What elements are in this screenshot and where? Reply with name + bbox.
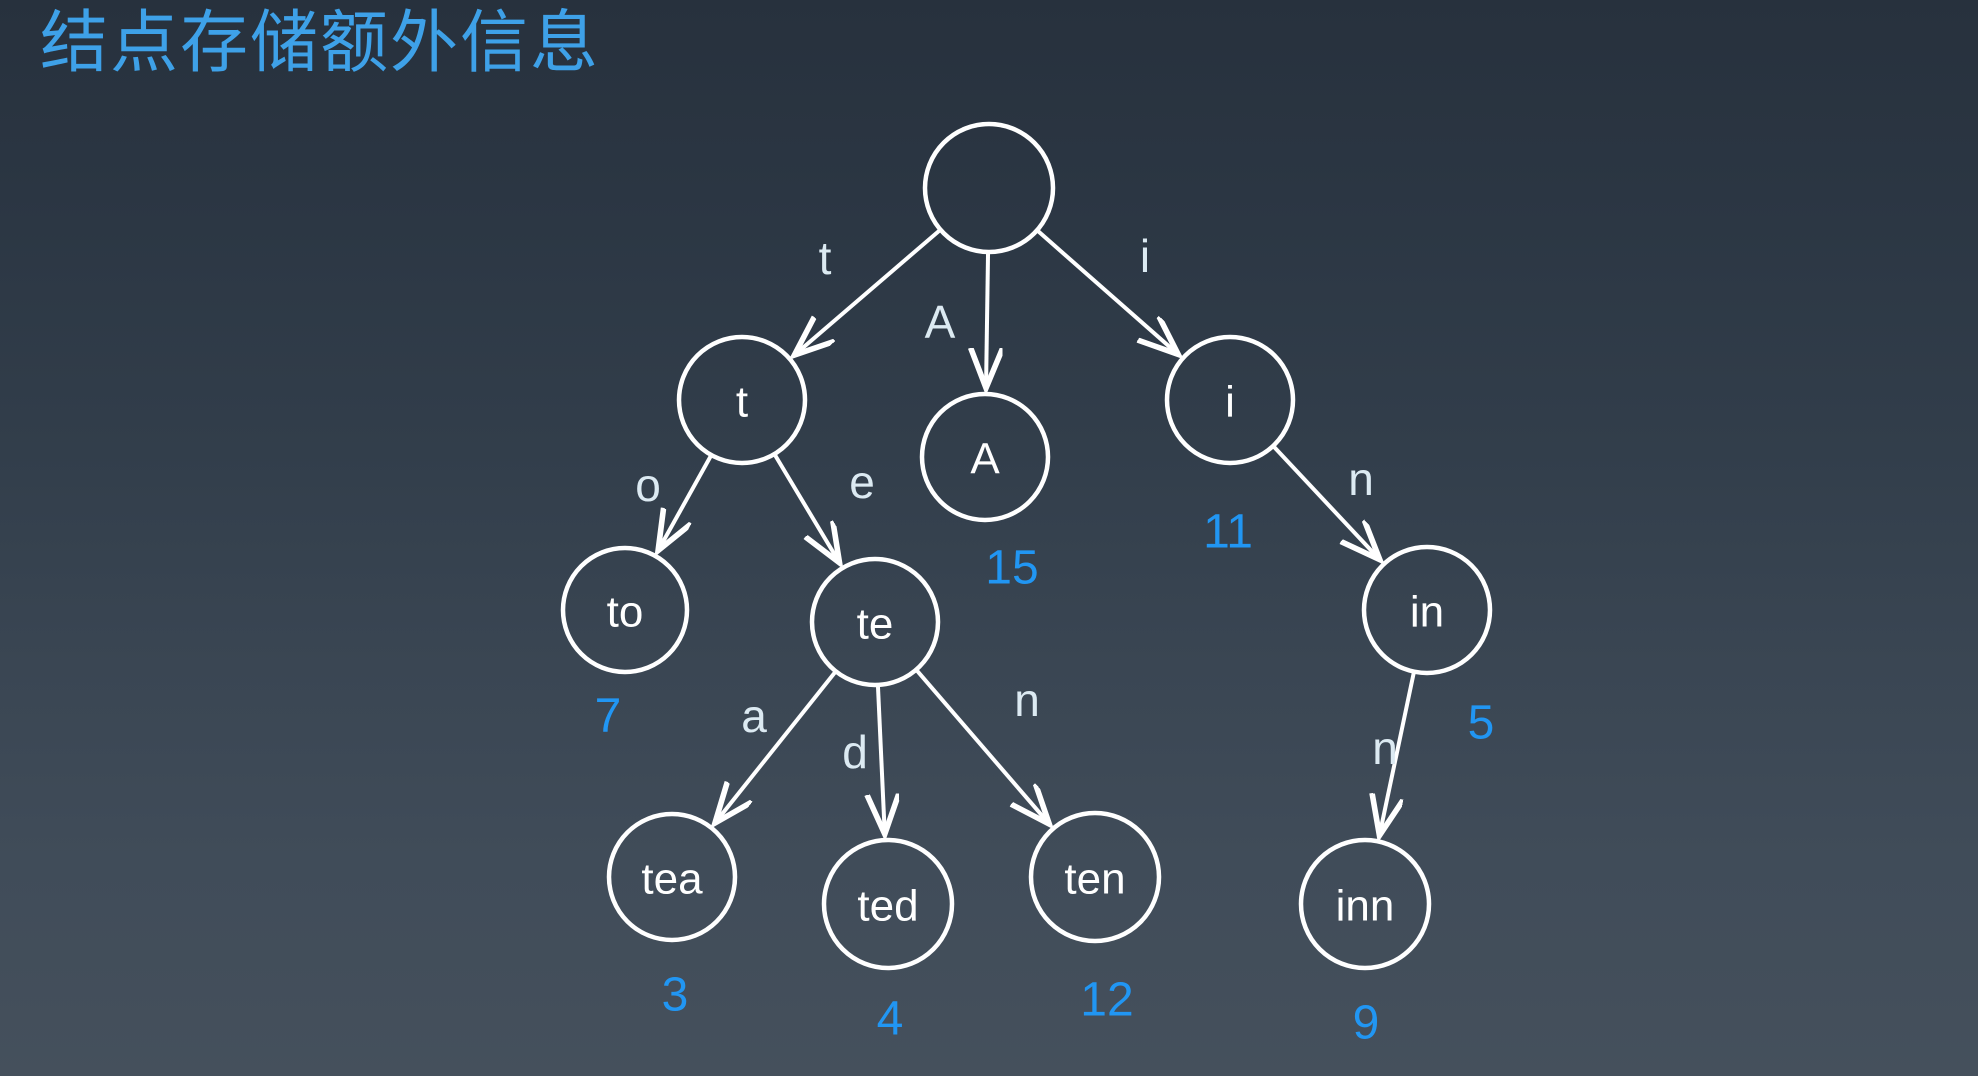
node-circle-to <box>560 545 690 675</box>
node-circle-inn <box>1298 837 1432 971</box>
counts-layer: 15 11 7 5 3 4 12 9 <box>595 506 1495 1050</box>
node-circle-tea <box>606 811 738 943</box>
edges-layer <box>660 228 1416 832</box>
node-circle-te <box>809 556 941 688</box>
trie-edge-i-in <box>1272 445 1377 557</box>
node-label-tea: tea <box>641 855 703 904</box>
trie-edge-te-tea <box>717 670 837 820</box>
edge-label-i-in: n <box>1348 453 1374 505</box>
node-label-t: t <box>736 378 748 427</box>
node-count-tea: 3 <box>662 969 689 1022</box>
node-label-te: te <box>857 600 894 649</box>
node-circle-in <box>1361 544 1493 676</box>
edge-label-root-t: t <box>819 232 832 284</box>
node-label-in: in <box>1410 588 1444 637</box>
trie-node-ted[interactable]: ted <box>821 837 955 971</box>
node-circle-t <box>676 334 808 466</box>
node-count-ten: 12 <box>1080 974 1133 1027</box>
node-count-inn: 9 <box>1353 997 1380 1050</box>
node-label-inn: inn <box>1336 882 1395 931</box>
trie-node-root[interactable] <box>922 121 1056 255</box>
node-label-i: i <box>1225 378 1235 427</box>
page-title: 结点存储额外信息 <box>40 4 601 83</box>
node-circle-i <box>1164 334 1296 466</box>
trie-edge-te-ten <box>915 669 1047 821</box>
node-count-in: 5 <box>1468 697 1495 750</box>
node-circle-ted <box>821 837 955 971</box>
trie-edge-te-ted <box>878 685 885 830</box>
node-circle-root <box>922 121 1056 255</box>
edge-label-t-to: o <box>635 459 661 511</box>
node-count-i: 11 <box>1203 506 1253 559</box>
node-label-ten: ten <box>1064 855 1125 904</box>
edge-label-te-ten: n <box>1014 674 1040 726</box>
node-circle-A <box>919 391 1051 523</box>
node-circle-ten <box>1028 810 1162 944</box>
node-label-A: A <box>970 435 1000 484</box>
trie-node-A[interactable]: A <box>919 391 1051 523</box>
trie-edge-root-A <box>986 252 988 384</box>
trie-node-inn[interactable]: inn <box>1298 837 1432 971</box>
edge-label-root-i: i <box>1140 230 1150 282</box>
trie-edge-root-i <box>1036 229 1175 352</box>
edge-label-te-ted: d <box>842 726 868 778</box>
node-count-A: 15 <box>985 542 1038 595</box>
trie-node-in[interactable]: in <box>1361 544 1493 676</box>
edge-label-in-inn: n <box>1372 722 1398 774</box>
trie-edge-t-to <box>660 454 713 547</box>
trie-node-t[interactable]: t <box>676 334 808 466</box>
trie-edge-root-t <box>797 228 941 352</box>
node-count-to: 7 <box>595 690 622 743</box>
node-count-ted: 4 <box>877 993 904 1046</box>
trie-node-te[interactable]: te <box>809 556 941 688</box>
trie-node-to[interactable]: to <box>560 545 690 675</box>
node-label-to: to <box>607 588 644 637</box>
trie-node-ten[interactable]: ten <box>1028 810 1162 944</box>
trie-edge-in-inn <box>1380 672 1416 832</box>
trie-edge-t-te <box>773 453 838 559</box>
node-label-ted: ted <box>857 882 918 931</box>
trie-node-tea[interactable]: tea <box>606 811 738 943</box>
edge-label-te-tea: a <box>741 690 767 742</box>
trie-node-i[interactable]: i <box>1164 334 1296 466</box>
edge-label-root-A: A <box>925 296 956 348</box>
edge-label-t-te: e <box>849 456 875 508</box>
